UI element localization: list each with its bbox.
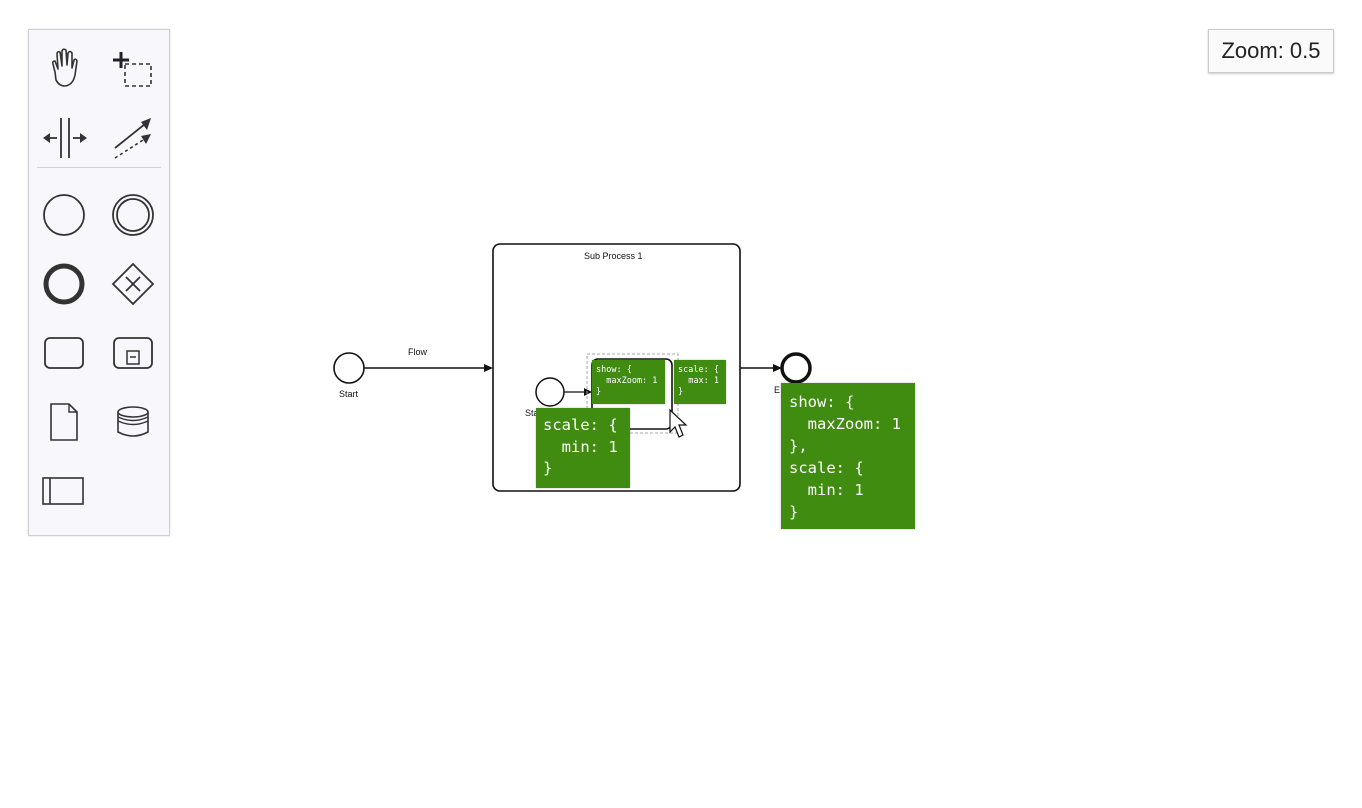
create-data-object[interactable] xyxy=(39,396,91,448)
space-icon xyxy=(43,118,87,158)
mouse-cursor-icon xyxy=(669,408,688,438)
end-event[interactable] xyxy=(780,352,812,384)
overlay-scale-min: scale: { min: 1 } xyxy=(536,408,630,488)
gateway-icon xyxy=(111,262,155,306)
create-gateway[interactable] xyxy=(107,258,159,310)
intermediate-event-icon xyxy=(112,194,154,236)
palette-separator xyxy=(37,167,161,168)
connect-icon xyxy=(114,118,151,159)
inner-start-label: Sta xyxy=(525,408,539,418)
flow-arrowhead xyxy=(484,364,493,372)
overlay-show-maxzoom: show: { maxZoom: 1 } xyxy=(592,360,665,404)
overlay-scale-max: scale: { max: 1 } xyxy=(674,360,726,404)
start-label: Start xyxy=(339,389,359,399)
start-event-icon xyxy=(43,194,85,236)
flow-label: Flow xyxy=(408,347,428,357)
inner-flow-arrowhead xyxy=(584,388,592,396)
inner-start-event[interactable] xyxy=(535,377,565,407)
hand-icon xyxy=(51,48,78,87)
lasso-icon xyxy=(113,52,152,87)
create-data-store[interactable] xyxy=(107,396,159,448)
end-event-icon xyxy=(43,263,85,305)
hand-tool[interactable] xyxy=(39,42,91,94)
data-object-icon xyxy=(50,403,78,441)
create-subprocess[interactable] xyxy=(107,326,159,378)
create-end-event[interactable] xyxy=(39,258,91,310)
create-start-event[interactable] xyxy=(39,188,91,240)
subprocess-label: Sub Process 1 xyxy=(584,251,643,261)
create-participant[interactable] xyxy=(39,464,91,516)
end-flow-arrowhead xyxy=(773,364,782,372)
create-task[interactable] xyxy=(39,326,91,378)
task-icon xyxy=(44,337,84,369)
create-intermediate-event[interactable] xyxy=(107,188,159,240)
palette xyxy=(28,29,170,536)
participant-icon xyxy=(42,477,84,505)
subprocess-icon xyxy=(113,337,153,369)
start-event[interactable] xyxy=(333,352,365,384)
global-connect-tool[interactable] xyxy=(107,112,159,164)
lasso-tool[interactable] xyxy=(107,42,159,94)
overlay-end-event: show: { maxZoom: 1 }, scale: { min: 1 } xyxy=(781,383,915,529)
zoom-indicator: Zoom: 0.5 xyxy=(1208,29,1334,73)
data-store-icon xyxy=(117,406,149,437)
end-label: E xyxy=(774,385,781,395)
space-tool[interactable] xyxy=(39,112,91,164)
